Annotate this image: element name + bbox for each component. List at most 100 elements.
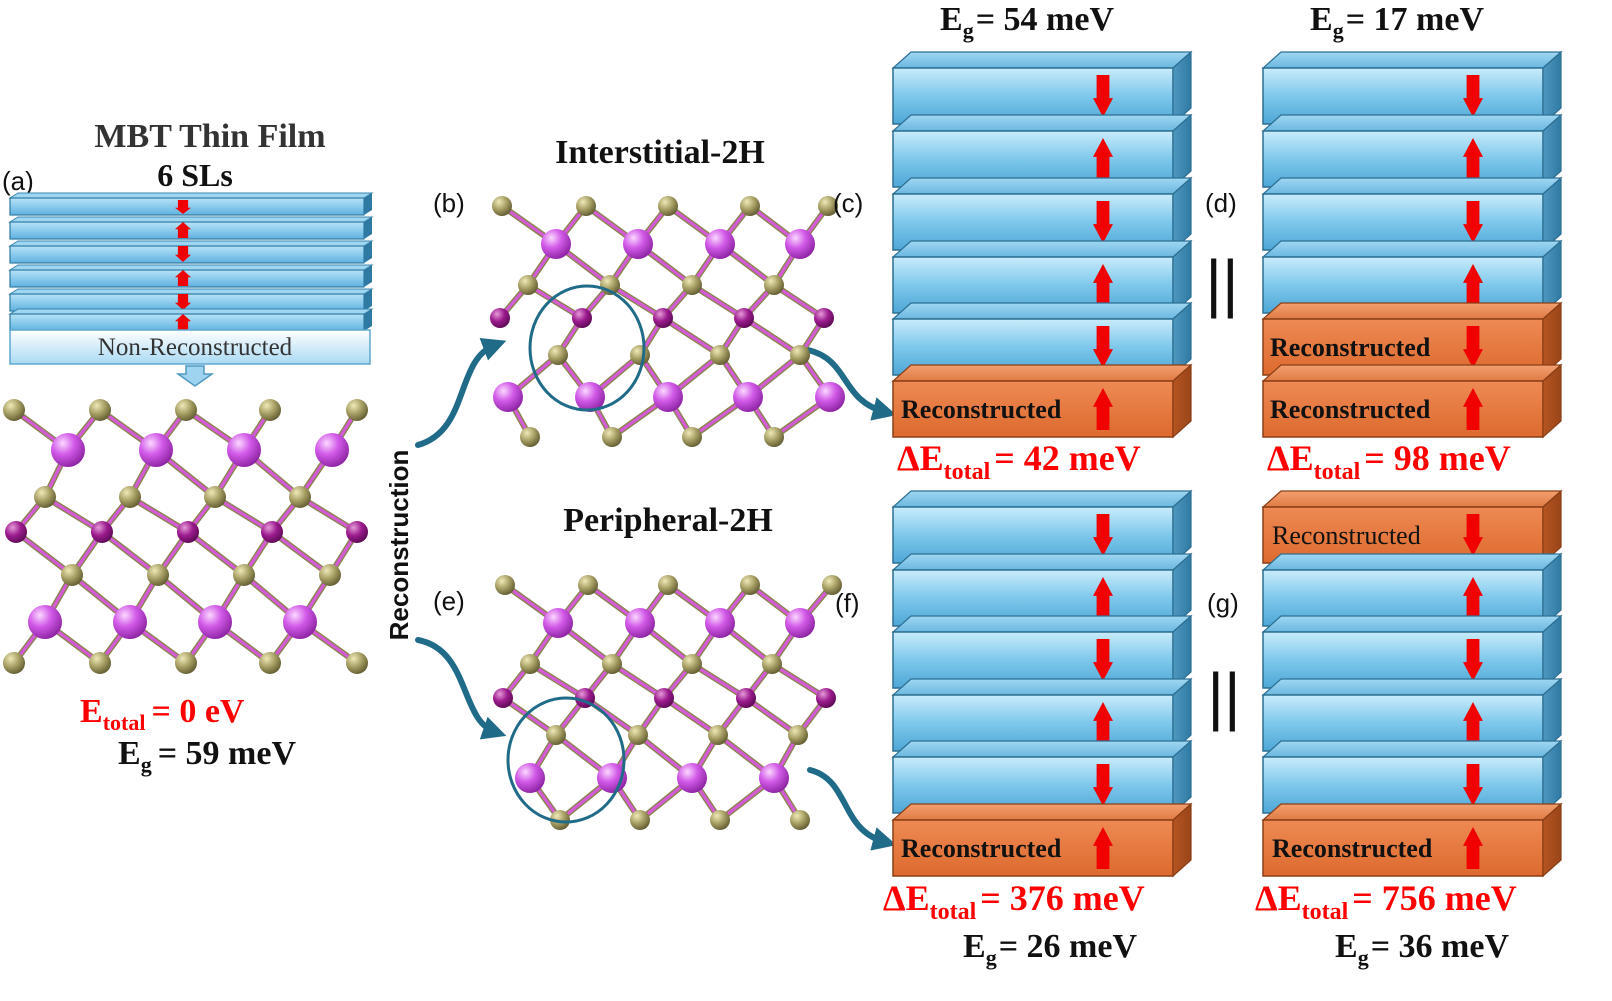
mn-atom (490, 308, 510, 328)
bi-atom (28, 605, 62, 639)
te-atom (259, 399, 281, 421)
reconstructed-layer: Reconstructed (1261, 363, 1563, 439)
layer-top-face (891, 740, 1193, 758)
septuple-layer (1261, 176, 1563, 252)
layer-top-face (891, 490, 1193, 508)
panel-c-label: (c) (833, 188, 863, 218)
spin-down-arrow-icon (1093, 764, 1113, 806)
layer-side-face (1542, 739, 1562, 815)
bond-highlight (742, 316, 802, 357)
te-atom (550, 810, 570, 830)
panel-d-delta-energy: ΔEtotal= 98 meV (1267, 438, 1511, 485)
mn-atom (91, 521, 113, 543)
bond-highlight (744, 696, 800, 737)
te-atom (818, 196, 838, 216)
mn-atom (654, 688, 674, 708)
panel-c-delta-energy: ΔEtotal= 42 meV (897, 438, 1141, 485)
bi-atom (51, 433, 85, 467)
atoms (490, 196, 845, 447)
layer-top-face (891, 302, 1193, 320)
te-atom (578, 575, 598, 595)
panel-d-label: (d) (1205, 188, 1237, 218)
layer-side-face (1172, 677, 1192, 753)
layer-top-face (1261, 114, 1563, 132)
reconstructed-layer: Reconstructed (891, 363, 1193, 439)
gap-symbol: E (118, 735, 141, 772)
layer-front-face (892, 380, 1174, 438)
te-atom (602, 427, 622, 447)
delta-subscript: total (930, 899, 977, 925)
septuple-layer (1261, 739, 1563, 815)
spin-up-arrow-icon (1093, 138, 1113, 180)
te-atom (119, 486, 141, 508)
layer-side-face (1542, 552, 1562, 628)
layer-top-face (891, 177, 1193, 195)
te-atom (204, 486, 226, 508)
panel-e: Peripheral-2H (e) (433, 502, 842, 830)
mn-atom (177, 521, 199, 543)
bi-atom (283, 605, 317, 639)
equal-symbol-bottom: || (1207, 660, 1240, 732)
septuple-layer (891, 614, 1193, 690)
spin-up-arrow-icon (1463, 388, 1483, 430)
bi-atom (227, 433, 261, 467)
layer-top-face (1261, 553, 1563, 571)
delta-subscript: total (944, 459, 991, 485)
layer-side-face (1172, 239, 1192, 315)
layer-side-face (1542, 363, 1562, 439)
bi-atom (705, 229, 735, 259)
layer-top-face (1261, 678, 1563, 696)
layer-side-face (1542, 301, 1562, 377)
atoms (3, 399, 368, 674)
gap-subscript: g (1333, 18, 1344, 43)
arrow-to-peripheral-icon (415, 637, 507, 740)
te-atom (175, 652, 197, 674)
spin-up-arrow-icon (175, 270, 191, 286)
thin-layer-top (8, 240, 374, 247)
mn-atom (814, 308, 834, 328)
te-atom (790, 810, 810, 830)
reconstruction-label: Reconstruction (384, 450, 414, 641)
reconstructed-label: Reconstructed (901, 834, 1062, 863)
spin-down-arrow-icon (1093, 201, 1113, 243)
thin-layer-side (364, 289, 372, 311)
layer-side-face (1172, 113, 1192, 189)
layer-top-face (1261, 615, 1563, 633)
layer-side-face (1172, 301, 1192, 377)
septuple-layer (1261, 614, 1563, 690)
septuple-layer (1261, 239, 1563, 315)
lattice-peripheral (493, 575, 842, 830)
layer-side-face (1542, 677, 1562, 753)
panel-a-title-line1: MBT Thin Film (94, 118, 325, 155)
layer-side-face (1172, 50, 1192, 126)
te-atom (740, 196, 760, 216)
peripheral-highlight-circle (506, 696, 626, 824)
peripheral-title: Peripheral-2H (563, 502, 773, 539)
bond-highlight (128, 495, 190, 534)
spin-up-arrow-icon (1463, 827, 1483, 869)
spin-down-arrow-icon (1093, 514, 1113, 556)
spin-up-arrow-icon (1093, 388, 1113, 430)
connector-arrows (415, 338, 897, 851)
layer-side-face (1542, 113, 1562, 189)
bi-atom (493, 382, 523, 412)
bi-atom (113, 605, 147, 639)
non-reconstructed-layer (9, 329, 371, 365)
layer-side-face (1172, 363, 1192, 439)
layer-top-face (1261, 740, 1563, 758)
te-atom (682, 654, 702, 674)
mn-atom (736, 688, 756, 708)
spin-up-arrow-icon (1463, 138, 1483, 180)
interstitial-title: Interstitial-2H (555, 134, 765, 171)
spin-up-arrow-icon (1463, 702, 1483, 744)
bi-atom (315, 433, 349, 467)
bond-highlight (43, 495, 104, 534)
spin-down-arrow-icon (1463, 514, 1483, 556)
te-atom (346, 399, 368, 421)
te-atom (710, 345, 730, 365)
reconstructed-layer: Reconstructed (891, 802, 1193, 878)
gap-symbol: E (940, 1, 963, 38)
delta-value: = 42 meV (994, 438, 1140, 478)
te-atom (3, 399, 25, 421)
reconstructed-label: Reconstructed (1270, 333, 1431, 362)
